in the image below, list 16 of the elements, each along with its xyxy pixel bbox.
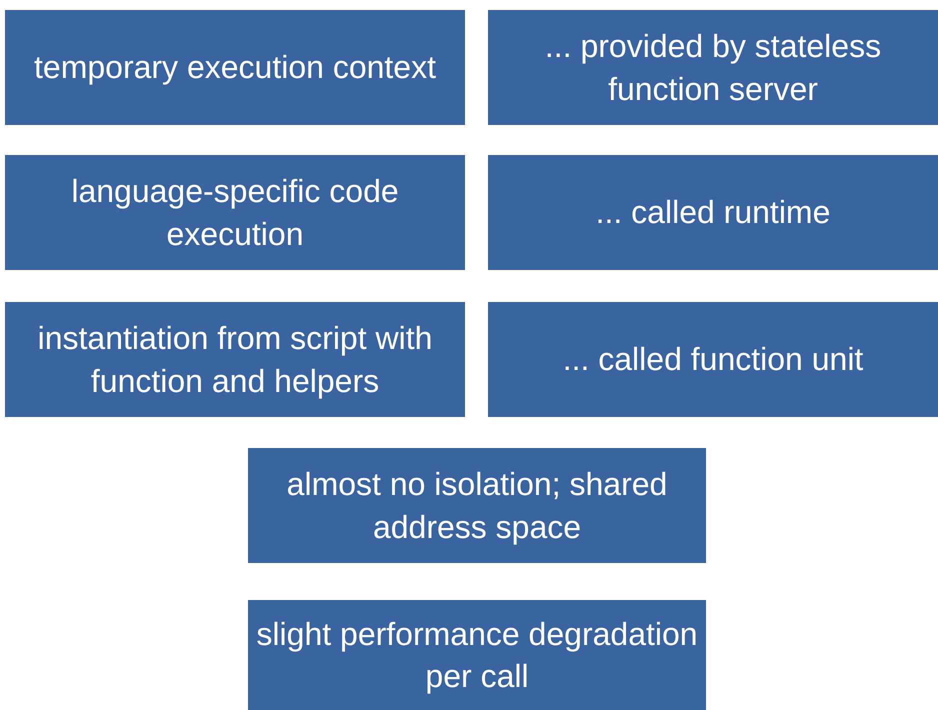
text-box bbox=[248, 448, 706, 563]
text-box bbox=[488, 302, 938, 417]
text-box bbox=[5, 10, 465, 125]
box-label: slight performance degradation per call bbox=[255, 614, 699, 696]
box-label: temporary execution context bbox=[34, 48, 436, 88]
box-label: almost no isolation; shared address space bbox=[286, 465, 668, 547]
text-box bbox=[5, 155, 465, 270]
box-label: instantiation from script with function and helpers bbox=[36, 319, 434, 401]
text-box bbox=[5, 302, 465, 417]
box-label: ... provided by stateless function server bbox=[544, 27, 882, 108]
text-box bbox=[488, 155, 938, 270]
box-label: ... called runtime bbox=[596, 193, 830, 232]
text-box bbox=[248, 600, 706, 710]
box-label: ... called function unit bbox=[562, 340, 864, 380]
box-label: language-specific code execution bbox=[70, 172, 400, 254]
text-box bbox=[488, 10, 938, 125]
